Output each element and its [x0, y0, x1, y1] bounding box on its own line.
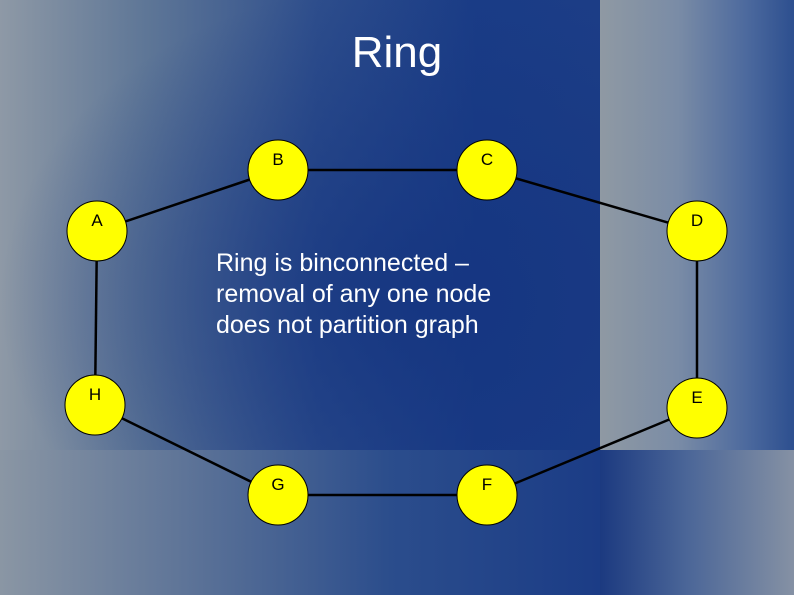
node-label: A — [91, 211, 103, 230]
edge-g-h — [94, 403, 279, 497]
node-a: A — [66, 200, 128, 262]
edge-e-f — [486, 406, 698, 497]
node-f: F — [456, 464, 518, 526]
node-circle — [247, 464, 309, 526]
caption: Ring is binconnected – removal of any on… — [216, 248, 546, 341]
node-h: H — [64, 374, 126, 436]
node-label: H — [89, 385, 101, 404]
node-circle — [666, 200, 728, 262]
edge-c-d — [486, 168, 698, 233]
edge-a-b — [96, 168, 279, 233]
node-label: G — [271, 475, 284, 494]
node-circle — [66, 200, 128, 262]
node-g: G — [247, 464, 309, 526]
node-circle — [456, 139, 518, 201]
node-label: F — [482, 475, 492, 494]
node-circle — [247, 139, 309, 201]
node-label: C — [481, 150, 493, 169]
slide-title: Ring — [351, 28, 443, 77]
node-circle — [456, 464, 518, 526]
background-panel-right-bottom — [600, 450, 794, 595]
caption-line: removal of any one node — [216, 280, 492, 308]
node-circle — [64, 374, 126, 436]
node-label: E — [691, 388, 702, 407]
node-d: D — [666, 200, 728, 262]
caption-line: does not partition graph — [216, 311, 479, 339]
node-c: C — [456, 139, 518, 201]
caption-line: Ring is binconnected – — [216, 249, 469, 277]
node-label: B — [272, 150, 283, 169]
node-circle — [666, 377, 728, 439]
node-b: B — [247, 139, 309, 201]
node-e: E — [666, 377, 728, 439]
node-label: D — [691, 211, 703, 230]
nodes-layer: B C A D H E G F — [64, 139, 728, 526]
